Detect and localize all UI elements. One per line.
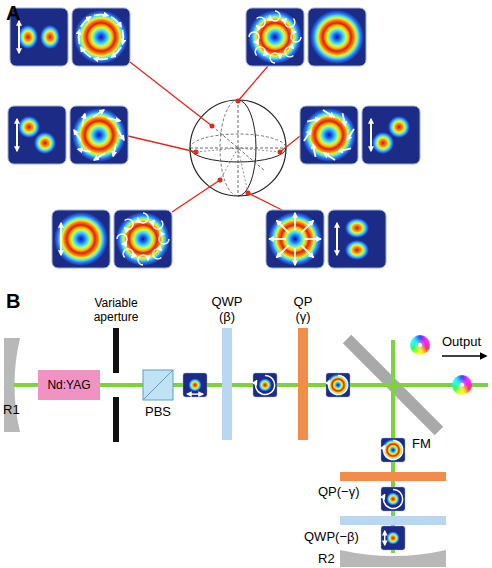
leader-line <box>130 62 212 126</box>
beam-tile <box>266 210 324 268</box>
laser-beam <box>14 340 488 553</box>
component-label: QWP (β) <box>209 294 245 324</box>
beam-inset <box>381 526 405 550</box>
sphere-point <box>218 178 223 183</box>
panel-label: A <box>6 2 20 25</box>
leader-line <box>172 180 220 212</box>
sphere-axis <box>196 148 280 193</box>
component-label: QP(−γ) <box>318 484 360 499</box>
component-label: QWP(−β) <box>304 529 359 544</box>
component-label: R2 <box>318 551 335 566</box>
component-label: Variable aperture <box>86 296 146 324</box>
beam-inset <box>183 373 207 397</box>
gain-medium-box: Nd:YAG <box>38 370 100 400</box>
component-label: R1 <box>3 402 20 417</box>
beam-tile <box>328 210 386 268</box>
vortex-phase-icon <box>447 369 477 400</box>
beam-tile <box>300 106 358 164</box>
beam-inset <box>253 373 277 397</box>
leader-line <box>238 66 268 101</box>
beam-tile <box>72 8 130 66</box>
beam-tiles <box>8 8 420 268</box>
beam-tile <box>52 210 110 268</box>
beam-inset <box>326 373 350 397</box>
q-plate <box>298 328 308 440</box>
aperture-blade <box>113 328 119 373</box>
beam-tile <box>308 8 366 66</box>
beam-inset <box>381 438 405 462</box>
output-label: Output <box>442 334 481 349</box>
aperture-blade <box>113 397 119 442</box>
leader-line <box>280 136 300 152</box>
sphere-point <box>194 150 199 155</box>
panel-label: B <box>6 290 20 313</box>
sphere-outline <box>190 100 286 196</box>
beam-inset <box>381 487 405 511</box>
q-plate <box>340 472 446 481</box>
sphere-point <box>236 99 241 104</box>
beam-tile <box>70 106 128 164</box>
beam-tile <box>8 106 66 164</box>
sphere-points <box>194 99 283 196</box>
sphere-axis <box>190 100 286 196</box>
beam-splitter-cube <box>143 370 173 400</box>
node-text: Nd:YAG <box>47 378 90 392</box>
leader-lines <box>128 62 300 212</box>
poincare-sphere <box>190 100 286 196</box>
vortex-phase-icon <box>405 329 435 360</box>
beam-tile <box>114 210 172 268</box>
component-label: QP (γ) <box>288 294 318 324</box>
sphere-point <box>278 150 283 155</box>
beam-insets <box>183 373 405 550</box>
beam-tile <box>362 106 420 164</box>
sphere-point <box>210 124 215 129</box>
beam-splitter-diagonal <box>143 370 173 400</box>
output-arrow <box>442 355 486 357</box>
leader-line <box>248 193 282 210</box>
component-label: FM <box>412 436 431 451</box>
component-label: PBS <box>140 404 176 419</box>
leader-line <box>128 136 196 152</box>
wave-plate <box>222 328 232 440</box>
sphere-point <box>246 191 251 196</box>
beam-tile <box>246 8 304 66</box>
wave-plate <box>340 516 446 525</box>
